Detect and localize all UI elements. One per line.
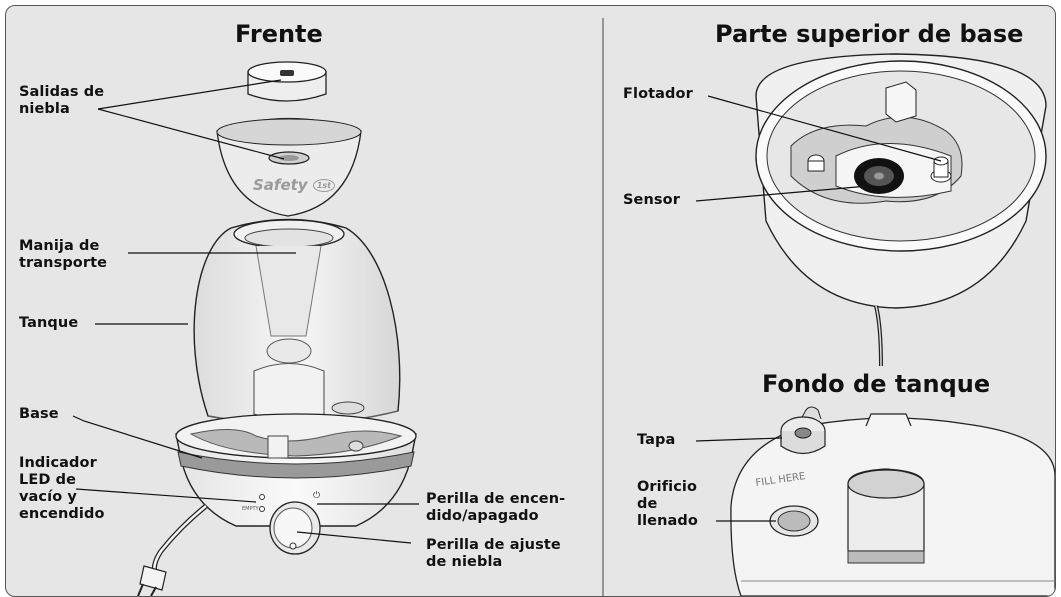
tank-bottom-illustration: FILL HERE	[730, 406, 1055, 596]
brand-badge: 1st	[312, 179, 335, 192]
label-base: Base	[19, 406, 59, 422]
mist-nozzle	[247, 61, 327, 102]
tank-bottom-title: Fondo de tanque	[762, 370, 991, 398]
humidifier-illustration: EMPTY ⏻	[72, 18, 1055, 596]
tank-bottom-leader-lines	[695, 437, 783, 522]
brand-logo: Safety 1st	[253, 176, 335, 194]
label-carry-handle: Manija de transporte	[19, 238, 108, 271]
base-shape: EMPTY ⏻	[175, 413, 417, 555]
mist-lid	[216, 117, 362, 217]
label-led-indicator: Indicador LED de vacío y encendido	[19, 455, 105, 522]
label-cap: Tapa	[637, 432, 676, 448]
label-mist-knob: Perilla de ajuste de niebla	[426, 537, 561, 570]
base-top-illustration	[755, 53, 1047, 367]
base-top-title: Parte superior de base	[715, 20, 1024, 48]
base-top-leader-lines	[695, 95, 942, 202]
diagram-frame: EMPTY ⏻	[5, 5, 1056, 597]
svg-text:EMPTY: EMPTY	[242, 506, 260, 512]
label-sensor: Sensor	[623, 192, 680, 208]
label-power-knob: Perilla de encen- dido/apagado	[426, 491, 566, 524]
label-tank: Tanque	[19, 315, 79, 331]
label-fill-hole: Orificio de llenado	[637, 479, 698, 529]
brand-text: Safety	[253, 176, 308, 194]
svg-text:⏻: ⏻	[313, 490, 320, 501]
power-cord	[137, 504, 208, 596]
label-mist-outlets: Salidas de niebla	[19, 84, 105, 117]
label-float: Flotador	[623, 86, 693, 102]
tank-shape	[193, 218, 401, 425]
front-leader-lines	[72, 79, 419, 544]
front-title: Frente	[235, 20, 323, 48]
